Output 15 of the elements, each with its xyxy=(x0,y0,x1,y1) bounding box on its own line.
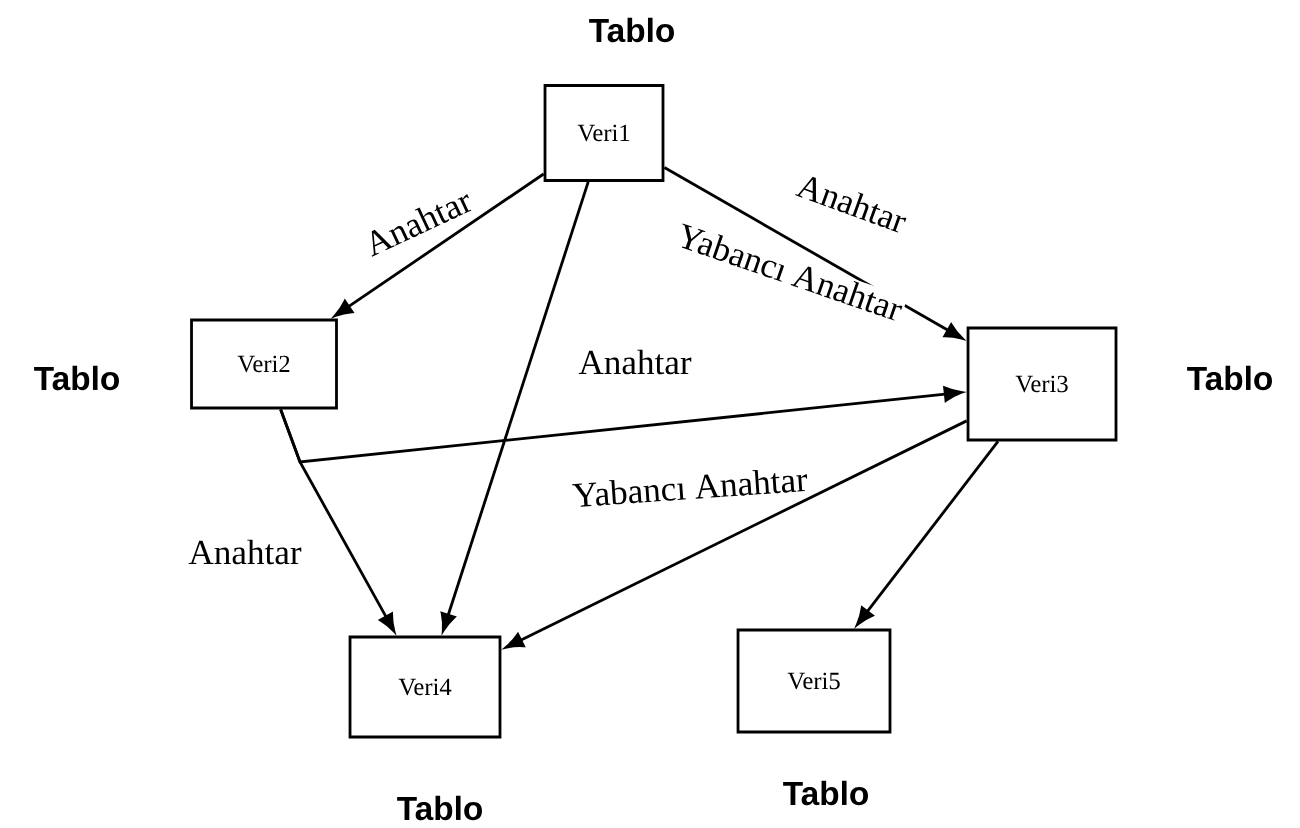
table-box: Veri5 xyxy=(736,628,892,734)
arrow xyxy=(334,172,545,317)
table-box: Veri4 xyxy=(348,635,502,739)
table-heading: Tablo xyxy=(34,365,119,391)
arrow xyxy=(663,166,964,340)
table-box: Veri2 xyxy=(190,318,338,410)
edge-label: Anahtar xyxy=(186,537,304,567)
table-heading: Tablo xyxy=(1187,365,1272,391)
table-heading: Tablo xyxy=(397,795,482,821)
arrow xyxy=(279,408,396,633)
edge-label: Anahtar xyxy=(576,347,694,377)
table-heading: Tablo xyxy=(589,17,674,43)
table-box: Veri1 xyxy=(543,84,665,182)
table-box: Veri3 xyxy=(966,326,1118,442)
table-heading: Tablo xyxy=(783,780,868,806)
